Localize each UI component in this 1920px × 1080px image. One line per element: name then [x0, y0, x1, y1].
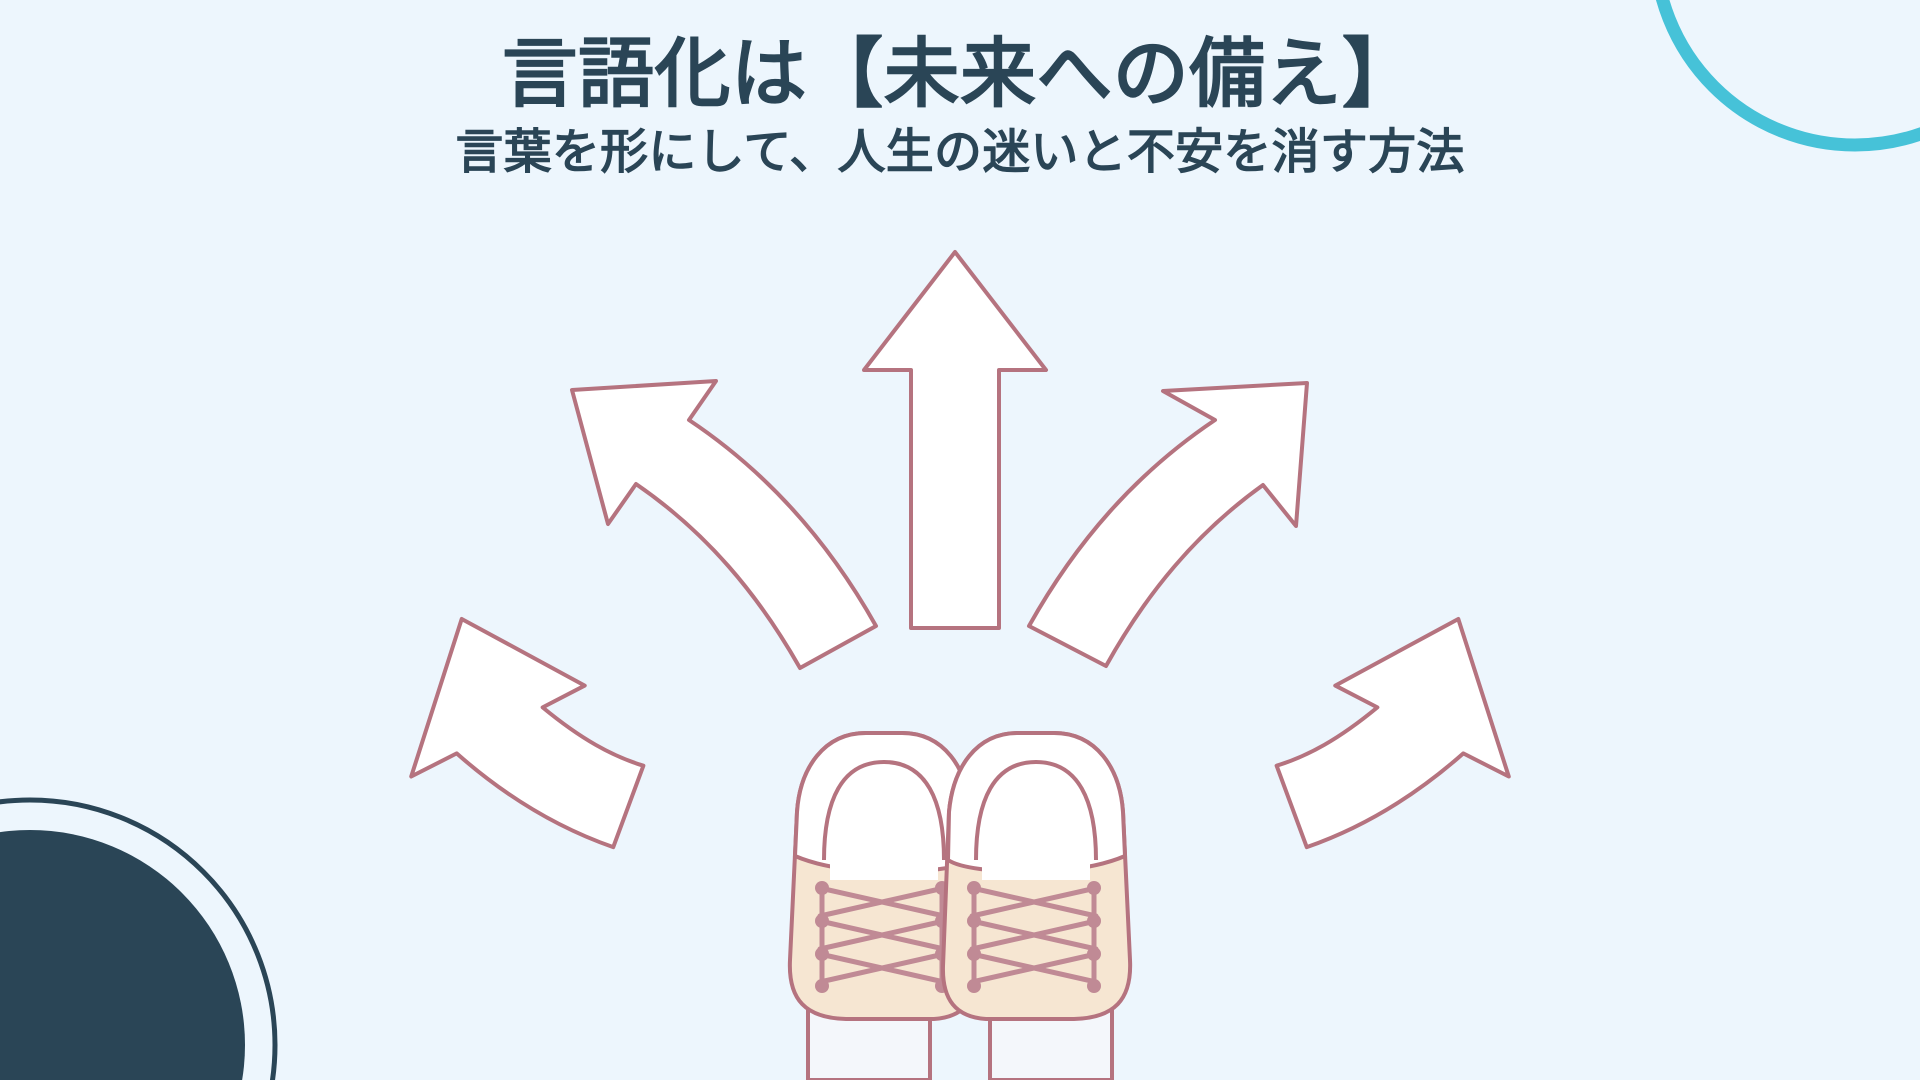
arrow-up: [862, 250, 1048, 630]
right-tongue: [982, 860, 1090, 880]
arrow-right: [1274, 616, 1511, 850]
heading-block: 言語化は【未来への備え】 言葉を形にして、人生の迷いと不安を消す方法: [0, 0, 1920, 180]
left-tongue: [830, 860, 938, 880]
pair-of-sneakers: [787, 731, 1133, 1080]
right-laces: [969, 881, 1099, 989]
left-collar-arch: [822, 759, 946, 861]
right-sneaker: [940, 731, 1133, 1080]
left-sneaker: [787, 731, 980, 1080]
left-laces: [817, 881, 947, 989]
right-eyelets: [967, 881, 1101, 993]
page-subtitle: 言葉を形にして、人生の迷いと不安を消す方法: [455, 126, 1465, 180]
right-collar-arch: [974, 759, 1098, 861]
arrow-upper-right: [1027, 381, 1309, 668]
arrow-left: [409, 616, 646, 850]
arrow-group: [409, 250, 1511, 850]
arrow-upper-left: [570, 379, 878, 670]
page-title: 言語化は【未来への備え】: [501, 32, 1419, 117]
